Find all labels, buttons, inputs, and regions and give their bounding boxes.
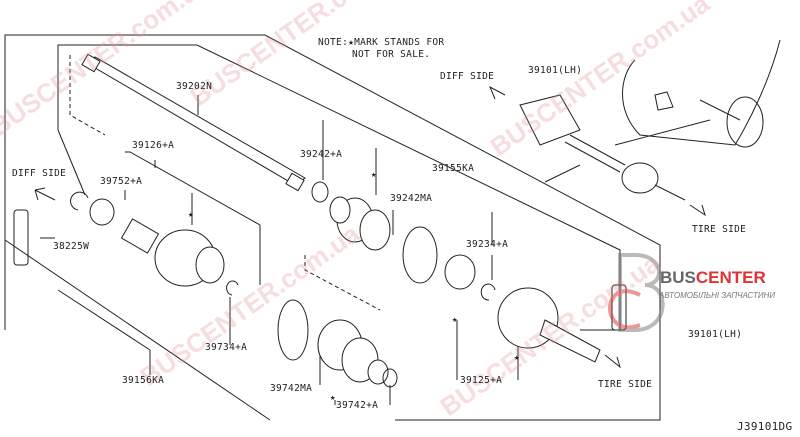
- outer-frame: [4, 34, 661, 421]
- label-39202n: 39202N: [176, 81, 213, 92]
- snap-ring-right: [480, 283, 496, 301]
- label-39101-top: 39101(LH): [528, 65, 583, 76]
- svg-text:★: ★: [330, 393, 336, 403]
- car-front-illustration: [622, 39, 781, 148]
- leader-lines: [40, 95, 519, 405]
- note-line-2: NOT FOR SALE.: [352, 49, 431, 60]
- label-39742a: 39742+A: [336, 400, 379, 411]
- label-39734a: 39734+A: [205, 342, 248, 353]
- svg-text:★: ★: [188, 210, 194, 220]
- label-tire-side-bottom: TIRE SIDE: [598, 379, 653, 390]
- label-diff-side-top: DIFF SIDE: [440, 71, 495, 82]
- arrows: [34, 85, 711, 369]
- shaft-39202n: [81, 53, 306, 192]
- brand-logo: BUSCENTER: [660, 268, 766, 288]
- brand-text-b: CENTER: [695, 268, 766, 287]
- snap-ring-39734: [226, 280, 239, 296]
- stars: ★ ★ ★ ★ ★: [188, 170, 520, 403]
- dashed-guide-2: [304, 255, 381, 311]
- inner-joint-39126: [120, 218, 225, 287]
- svg-text:★: ★: [452, 315, 458, 325]
- dashed-guide: [69, 55, 106, 136]
- inner-frame-left: [57, 129, 86, 196]
- buscenter-logo-mark: [608, 253, 665, 332]
- note-line-1: NOTE:★MARK STANDS FOR: [318, 37, 445, 48]
- outer-frame-bottom: [4, 239, 271, 421]
- label-39155ka: 39155KA: [432, 163, 475, 174]
- brand-subtitle: АВТОМОБІЛЬНІ ЗАПЧАСТИНИ: [659, 291, 776, 300]
- diagram-code: J39101DG: [737, 420, 793, 433]
- brand-text-a: BUS: [660, 268, 696, 287]
- label-39742ma: 39742MA: [270, 383, 313, 394]
- label-39126a: 39126+A: [132, 140, 175, 151]
- snap-ring-left: [70, 191, 89, 211]
- bearing-39234: [444, 254, 476, 290]
- label-39156ka: 39156KA: [122, 375, 165, 386]
- ring-39242ma: [402, 226, 438, 284]
- label-39242ma: 39242MA: [390, 193, 433, 204]
- label-tire-side-top: TIRE SIDE: [692, 224, 747, 235]
- assembly-39101: [519, 94, 686, 201]
- label-39234a: 39234+A: [466, 239, 509, 250]
- svg-text:★: ★: [514, 353, 520, 363]
- clamp-39742a: [382, 368, 398, 388]
- svg-text:★: ★: [371, 170, 377, 180]
- grease-38225w: [13, 209, 29, 266]
- label-diff-side-left: DIFF SIDE: [12, 168, 67, 179]
- sub-frame: [125, 151, 261, 285]
- label-39242a: 39242+A: [300, 149, 343, 160]
- label-39125a: 39125+A: [460, 375, 503, 386]
- label-39101-bottom: 39101(LH): [688, 329, 743, 340]
- clamp-39242a: [311, 181, 329, 203]
- outer-joint-39155ka: [497, 287, 601, 363]
- label-39752a: 39752+A: [100, 176, 143, 187]
- seal-39752: [89, 198, 115, 226]
- boot-39742ma: [317, 319, 389, 385]
- boot-39242ma: [329, 196, 391, 251]
- ring-39742ma: [277, 299, 309, 361]
- label-38225w: 38225W: [53, 241, 90, 252]
